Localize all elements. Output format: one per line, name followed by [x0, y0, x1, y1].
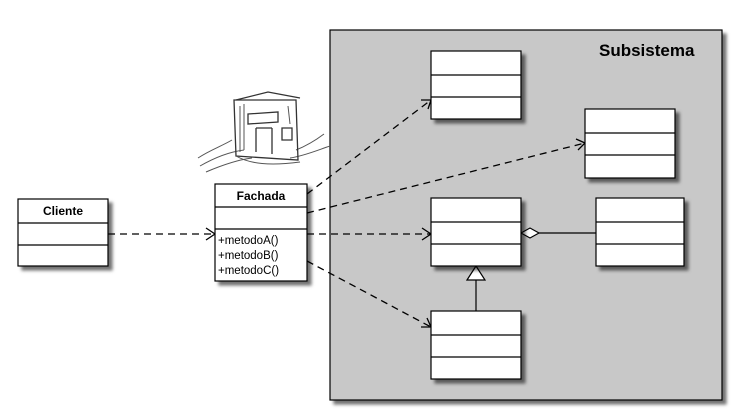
subsystem-class-2: [584, 108, 676, 179]
subsystem-class-3-compartments: [431, 221, 521, 245]
subsystem-class-1-compartments: [431, 74, 521, 98]
inheritance-triangle-icon: [465, 264, 487, 281]
client-class: [17, 198, 109, 267]
relationships: [465, 227, 596, 311]
facade-to-class-1-dependency: [306, 99, 432, 195]
subsystem-class-5: [430, 310, 522, 380]
facade-class-name: Fachada: [237, 189, 286, 203]
facade-method-b: +metodoB(): [218, 250, 279, 262]
facade-class: [214, 183, 308, 282]
facade-class-parts: Fachada +metodoA() +metodoB() +metodoC(): [215, 189, 307, 277]
subsystem-label: Subsistema: [599, 41, 695, 60]
facade-method-a: +metodoA(): [218, 235, 279, 247]
subsystem-class-4-compartments: [596, 221, 684, 245]
facade-method-c: +metodoC(): [218, 265, 279, 277]
aggregation-diamond-icon: [519, 227, 541, 239]
subsystem-class-2-compartments: [585, 132, 675, 156]
subsystem-class-5-compartments: [431, 334, 521, 358]
client-class-name: Cliente: [43, 204, 83, 218]
client-class-parts: Cliente: [18, 204, 108, 246]
subsystem-class-4: [595, 197, 685, 267]
building-sketch-icon: [197, 91, 331, 173]
subsystem-class-1: [430, 50, 522, 120]
subsystem-class-3: [430, 197, 522, 267]
